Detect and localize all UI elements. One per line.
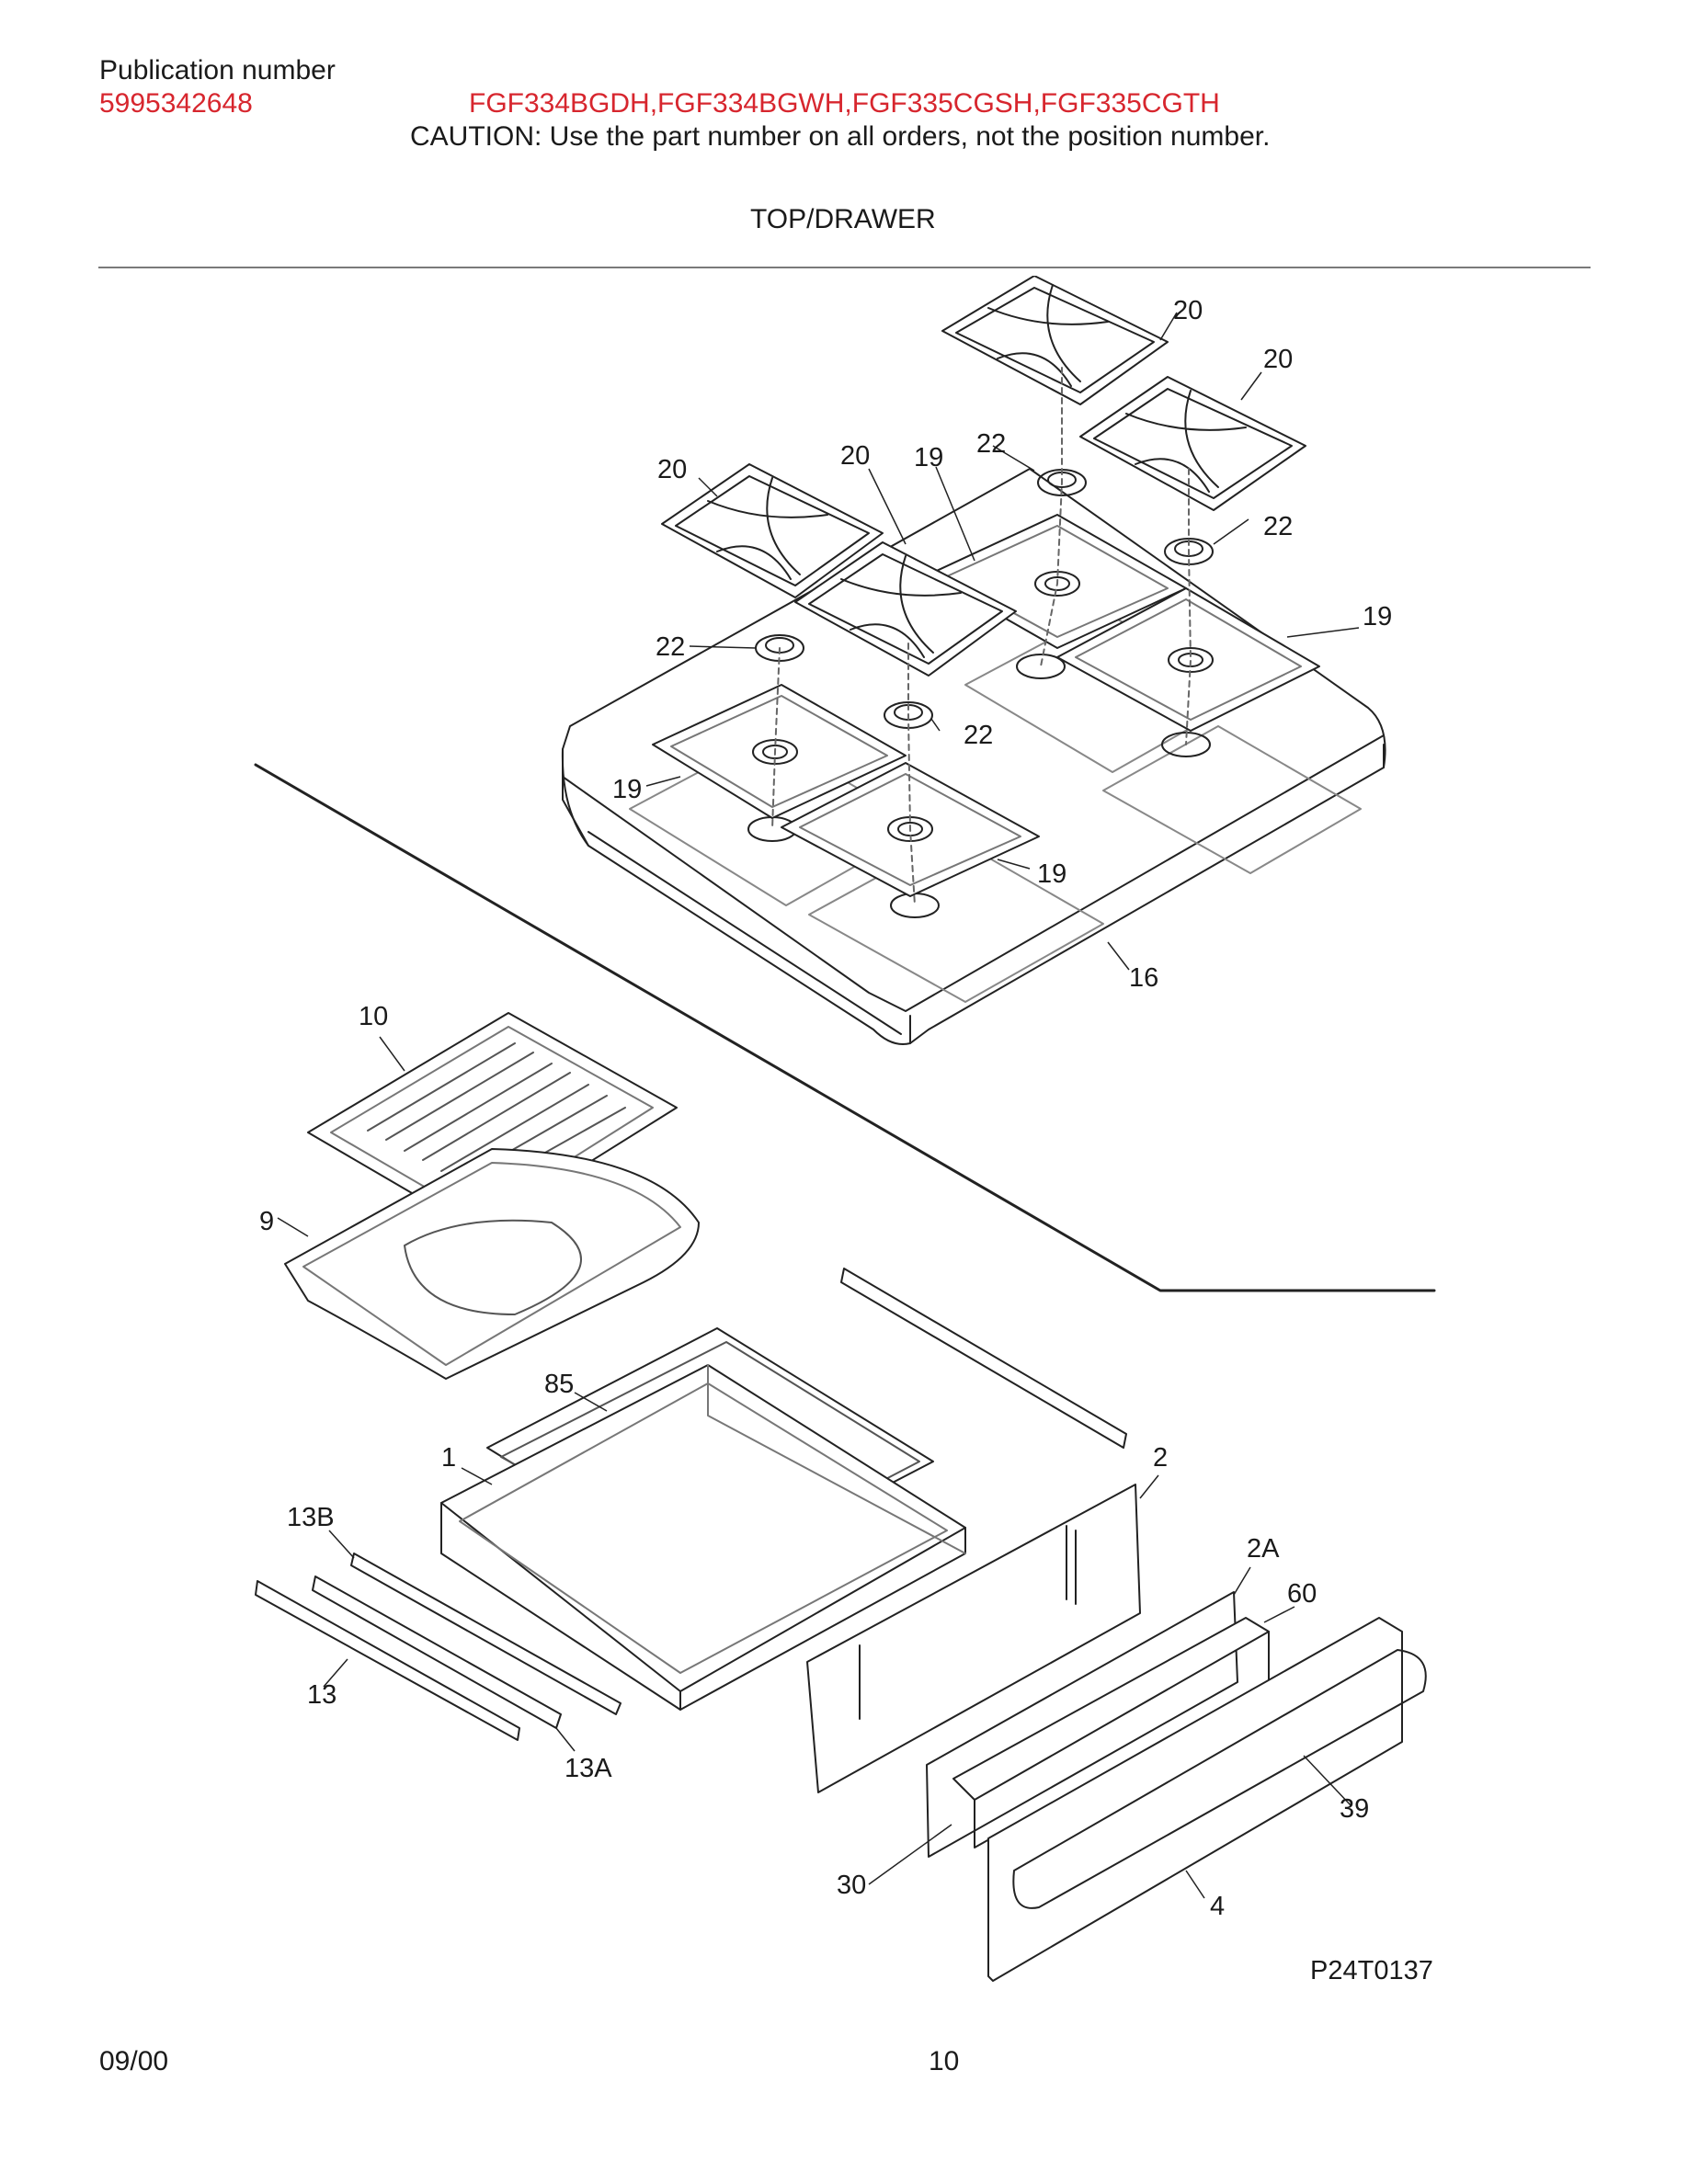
callout-85-drawer-rack: 85	[544, 1370, 574, 1399]
header-divider	[98, 267, 1591, 268]
grate-front-left	[661, 463, 884, 598]
exploded-parts-diagram: 20 20 20 20 19 22 22 19 22 22 19 19 16 1…	[254, 276, 1436, 1985]
drawer-rear-rail	[840, 1268, 1127, 1449]
grate-rear-right	[1079, 376, 1306, 511]
drawer-body	[440, 1364, 966, 1711]
callout-13B-slide: 13B	[287, 1503, 335, 1532]
callout-2-front-inner-panel: 2	[1153, 1443, 1168, 1473]
callout-labels: 20 20 20 20 19 22 22 19 22 22 19 19 16 1…	[259, 296, 1433, 1985]
grate-front-right	[794, 541, 1017, 677]
callout-22-front-left: 22	[656, 632, 685, 662]
callout-20-front-left: 20	[657, 455, 687, 484]
grate-rear-left	[941, 276, 1169, 405]
callout-39-handle: 39	[1340, 1794, 1369, 1824]
callout-22-rear-right: 22	[1263, 512, 1293, 541]
callout-9-broiler-pan: 9	[259, 1207, 274, 1236]
callout-22-front-right: 22	[964, 721, 993, 750]
callout-19-rear-left: 19	[914, 443, 943, 472]
callout-20-rear-right: 20	[1263, 345, 1293, 374]
footer-page-number: 10	[929, 2046, 960, 2076]
broiler-pan	[284, 1148, 700, 1380]
publication-number: 5995342648	[99, 88, 253, 119]
callout-19-front-left: 19	[612, 775, 642, 804]
callout-60-fastener: 60	[1287, 1579, 1317, 1609]
model-list: FGF334BGDH,FGF334BGWH,FGF335CGSH,FGF335C…	[469, 88, 1220, 119]
publication-label: Publication number	[99, 55, 336, 85]
callout-13-slide: 13	[307, 1680, 336, 1710]
callout-30-spacer: 30	[837, 1871, 866, 1900]
callout-19-front-right: 19	[1037, 859, 1066, 889]
callout-20-rear-left: 20	[1173, 296, 1203, 325]
callout-19-rear-right: 19	[1363, 602, 1392, 631]
burner-tray-front-left	[652, 684, 907, 819]
callout-22-rear-left: 22	[976, 429, 1006, 459]
callout-2A-trim-panel: 2A	[1247, 1534, 1280, 1564]
callout-16-cooktop: 16	[1129, 963, 1158, 993]
caution-note: CAUTION: Use the part number on all orde…	[410, 121, 1271, 152]
callout-4-drawer-front: 4	[1210, 1892, 1225, 1921]
callout-1-drawer-body: 1	[441, 1443, 456, 1473]
callout-13A-slide: 13A	[565, 1754, 612, 1783]
drawer-front-panel	[987, 1617, 1427, 1982]
assembly-center-lines	[771, 367, 1192, 906]
drawing-number: P24T0137	[1310, 1956, 1433, 1985]
callout-20-front-right: 20	[840, 441, 870, 471]
footer-date: 09/00	[99, 2046, 169, 2076]
drawer-front-inner-panel	[806, 1484, 1141, 1793]
section-divider-line	[254, 763, 1436, 1292]
section-title: TOP/DRAWER	[750, 204, 936, 234]
callout-leader-lines	[277, 312, 1360, 1899]
callout-10-pan-insert: 10	[359, 1002, 388, 1031]
cooktop-main-top	[561, 468, 1386, 1045]
